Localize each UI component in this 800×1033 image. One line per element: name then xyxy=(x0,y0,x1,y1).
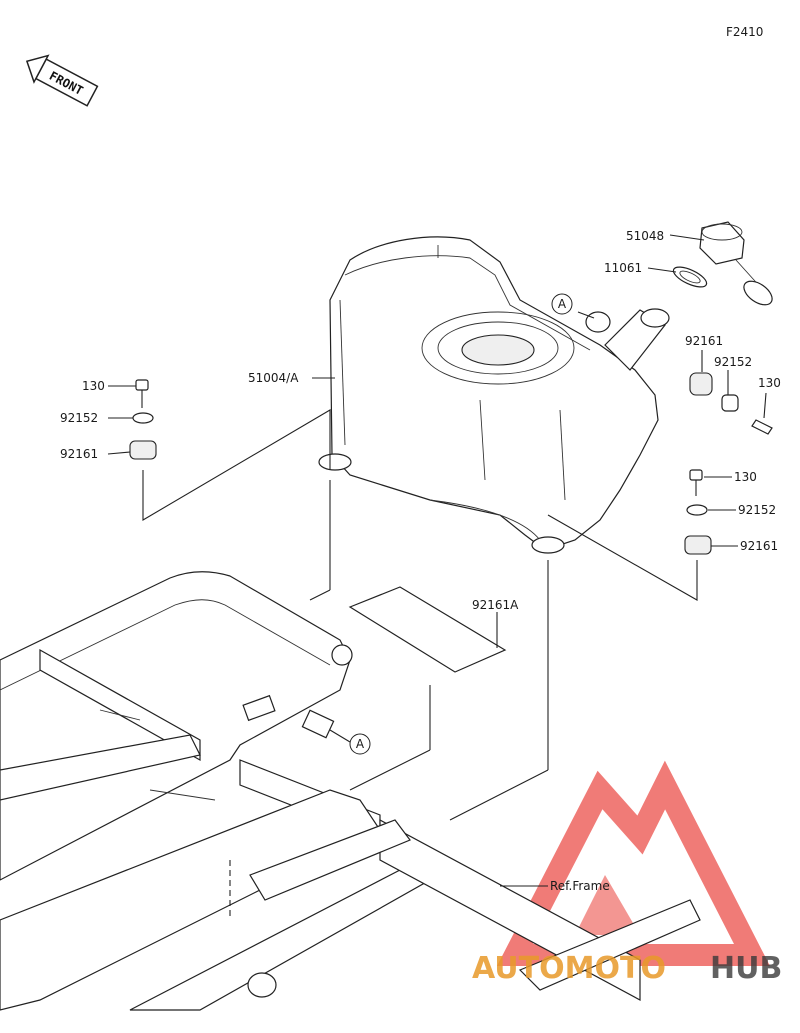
label-ref-frame: Ref.Frame xyxy=(550,879,610,893)
watermark-text-part2: HUB xyxy=(710,951,782,986)
label-damper-left: 92161 xyxy=(60,447,98,461)
label-collar-right: 92152 xyxy=(738,503,776,517)
hardware-left xyxy=(129,379,157,460)
label-damper-top: 92161 xyxy=(685,334,723,348)
watermark-text-part1: AUTOMOTO xyxy=(472,951,666,986)
front-badge: FRONT xyxy=(25,54,99,107)
label-fuel-tank: 51004/A xyxy=(248,371,299,385)
label-damper-right: 92161 xyxy=(740,539,778,553)
gasket-drawing xyxy=(672,266,708,288)
label-collar-top: 92152 xyxy=(714,355,752,369)
label-bolt-top: 130 xyxy=(758,376,781,390)
pad-drawing xyxy=(348,586,507,673)
hardware-right xyxy=(684,469,712,555)
ref-marker-upper: A xyxy=(551,293,573,315)
label-fuel-cap: 51048 xyxy=(626,229,664,243)
label-gasket: 11061 xyxy=(604,261,642,275)
watermark-logo xyxy=(496,760,770,966)
fuel-cap-drawing xyxy=(699,221,773,306)
ref-marker-lower: A xyxy=(349,733,371,755)
figure-code: F2410 xyxy=(726,25,763,39)
label-collar-left: 92152 xyxy=(60,411,98,425)
label-pad: 92161A xyxy=(472,598,519,612)
label-bolt-left: 130 xyxy=(82,379,105,393)
ref-marker-upper-label: A xyxy=(558,297,567,311)
leader-lines xyxy=(107,234,767,920)
frame-drawing xyxy=(0,571,701,1011)
label-bolt-right: 130 xyxy=(734,470,757,484)
ref-marker-lower-label: A xyxy=(356,737,365,751)
watermark-inner xyxy=(575,875,640,935)
watermark-triangle xyxy=(496,760,770,966)
fuel-tank-drawing xyxy=(318,236,670,554)
hardware-top-right xyxy=(689,372,773,435)
